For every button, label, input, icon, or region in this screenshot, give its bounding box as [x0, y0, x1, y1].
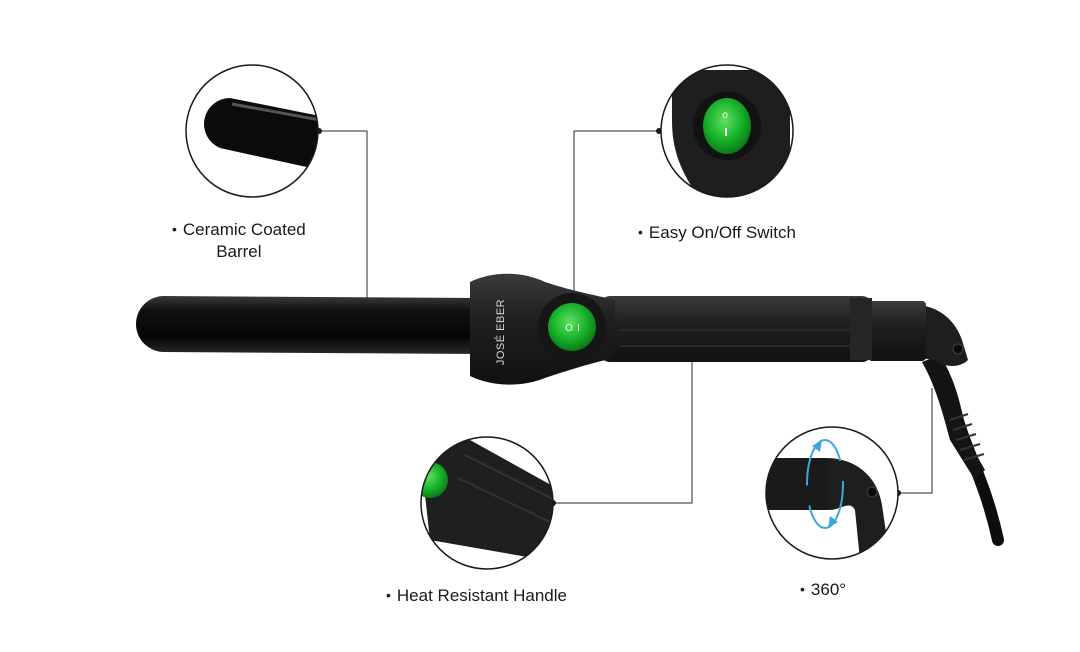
caption-bullet: • [172, 221, 177, 237]
detail-barrel [185, 64, 319, 198]
swivel-joint [920, 305, 968, 366]
handle-grooves [620, 311, 850, 347]
caption-barrel-line2: Barrel [216, 242, 262, 261]
detail-handle [420, 436, 554, 570]
barrel [136, 296, 480, 354]
swivel-screw [952, 343, 964, 355]
caption-swivel-label: 360° [810, 580, 847, 599]
feature-caption-barrel: • Ceramic Coated Barrel [172, 218, 306, 263]
handle [600, 296, 872, 362]
svg-text:o: o [722, 110, 728, 121]
caption-barrel-line1: Ceramic Coated [182, 220, 306, 239]
strain-relief [922, 355, 985, 480]
connector-lines [319, 130, 933, 504]
strain-relief-ridges [949, 413, 985, 461]
caption-handle-label: Heat Resistant Handle [396, 586, 567, 605]
connector-handle [553, 362, 693, 504]
brand-logo: JOSÉ EBER [494, 299, 507, 365]
detail-switch-rocker [703, 98, 751, 154]
detail-switch: o [660, 64, 794, 198]
power-switch [548, 303, 596, 351]
feature-caption-handle: • Heat Resistant Handle [386, 584, 567, 607]
rotation-arrow-icon [806, 439, 844, 529]
feature-caption-swivel: • 360° [800, 578, 846, 601]
feature-caption-switch: • Easy On/Off Switch [638, 221, 796, 244]
handle-end-cap [868, 301, 926, 361]
caption-switch-label: Easy On/Off Switch [648, 223, 796, 242]
connector-switch [573, 130, 659, 325]
caption-bullet: • [638, 224, 643, 240]
switch-on-symbol: I [577, 323, 580, 334]
connector-swivel [898, 388, 933, 494]
detail-swivel [765, 426, 899, 560]
switch-off-symbol: O [565, 323, 573, 334]
caption-bullet: • [800, 581, 805, 597]
curling-iron: JOSÉ EBER O I [136, 273, 1004, 546]
connector-barrel [319, 130, 368, 315]
caption-bullet: • [386, 587, 391, 603]
